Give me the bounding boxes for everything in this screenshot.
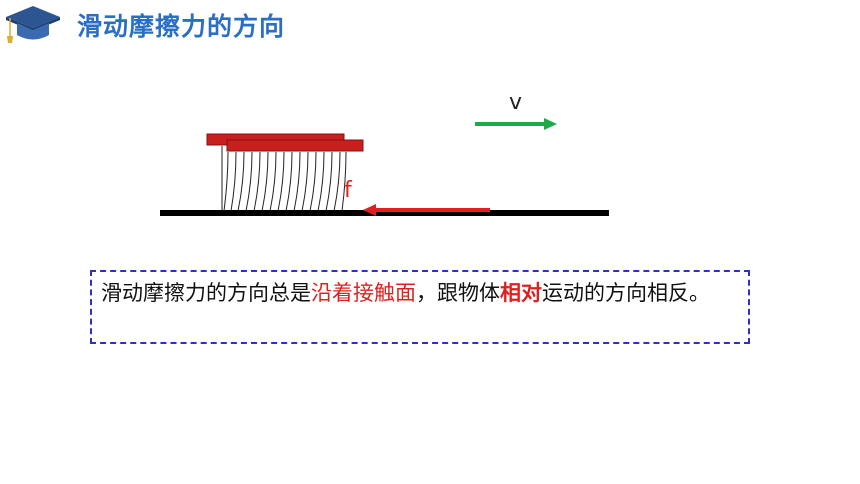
velocity-arrow bbox=[475, 118, 557, 130]
friction-label: f bbox=[344, 178, 352, 203]
title-bar: 滑动摩擦力的方向 bbox=[0, 0, 860, 48]
text-part: 运动的方向相反。 bbox=[542, 281, 710, 305]
block-front bbox=[226, 139, 364, 152]
highlight-relative: 相对 bbox=[500, 281, 542, 305]
highlight-contact-surface: 沿着接触面 bbox=[311, 281, 416, 305]
page-title: 滑动摩擦力的方向 bbox=[77, 12, 286, 41]
text-part: 滑动摩擦力的方向总是 bbox=[101, 281, 311, 305]
ground-surface bbox=[160, 210, 609, 216]
graduation-cap-icon bbox=[6, 6, 60, 43]
text-part: ，跟物体 bbox=[416, 281, 500, 305]
conclusion-box: 滑动摩擦力的方向总是沿着接触面，跟物体相对运动的方向相反。 bbox=[90, 270, 750, 344]
velocity-label: v bbox=[509, 90, 523, 115]
conclusion-text: 滑动摩擦力的方向总是沿着接触面，跟物体相对运动的方向相反。 bbox=[101, 279, 742, 308]
friction-arrow bbox=[363, 204, 490, 216]
bristles bbox=[221, 146, 347, 212]
